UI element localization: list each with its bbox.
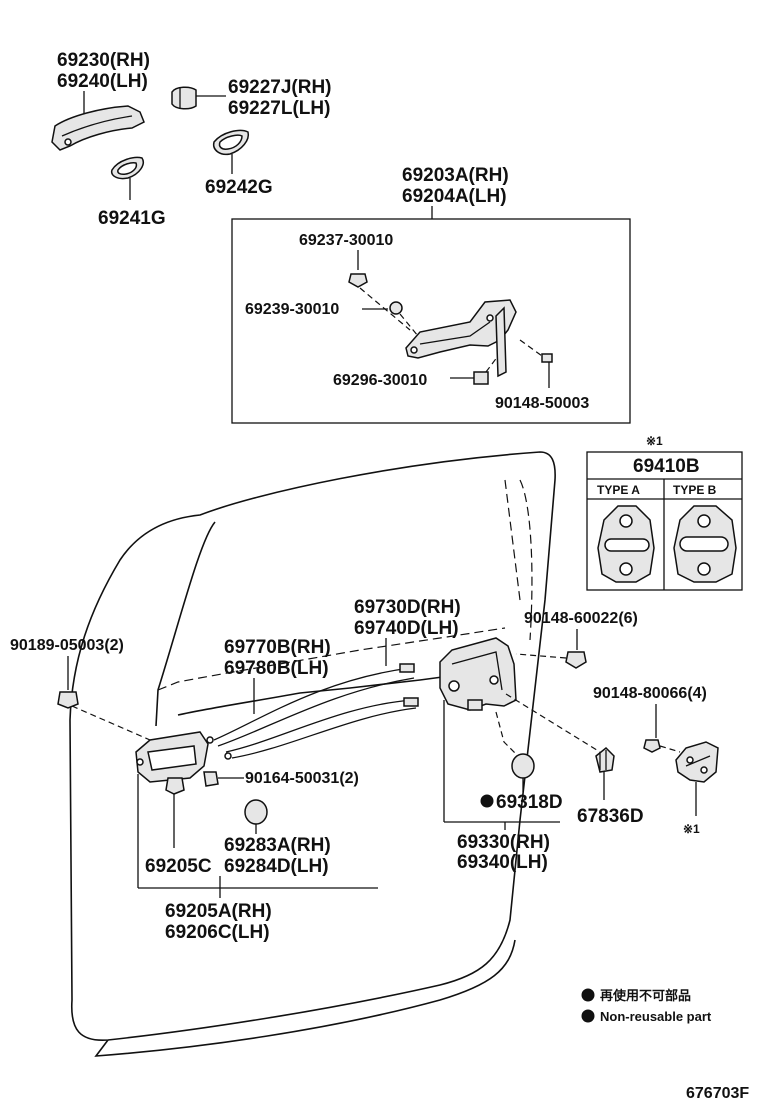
striker-type-a-label: TYPE A	[597, 483, 640, 497]
cover-69318d-part	[511, 753, 535, 779]
label-cable-lh: 69740D(LH)	[354, 618, 459, 639]
screw-90148-60022-part	[565, 651, 587, 669]
pad-69241g-part	[110, 156, 144, 180]
label-69237: 69237-30010	[299, 232, 393, 249]
label-frame-rh: 69203A(RH)	[402, 165, 509, 186]
label-69205c: 69205C	[145, 856, 212, 877]
label-69318d: 69318D	[496, 792, 563, 813]
label-handle-rh: 69230(RH)	[57, 50, 150, 71]
legend-dot-icon-2	[581, 1009, 595, 1023]
striker-type-b-part	[673, 505, 737, 583]
striker-type-a-part	[597, 505, 655, 583]
label-cap-lh: 69227L(LH)	[228, 98, 330, 119]
non-reusable-dot-icon	[480, 794, 494, 808]
door-lock-part	[439, 637, 517, 711]
label-inner-rh: 69205A(RH)	[165, 901, 272, 922]
nut-69237-part	[348, 273, 368, 288]
screw-90148-80066-part	[643, 739, 661, 753]
screw-90164-part	[203, 771, 219, 787]
label-90148-80066: 90148-80066(4)	[593, 685, 707, 702]
pad-69242g-part	[212, 129, 250, 156]
clip-69239-part	[389, 301, 403, 315]
label-69284d: 69284D(LH)	[224, 856, 329, 877]
legend-jp: 再使用不可部品	[600, 988, 691, 1003]
screw-90148-50003-part	[541, 353, 553, 363]
note-marker-striker-ref: ※1	[683, 822, 700, 836]
label-67836d: 67836D	[577, 806, 644, 827]
legend-en: Non-reusable part	[600, 1009, 712, 1024]
clip-90189-part	[57, 691, 79, 709]
door-outline	[69, 451, 556, 1057]
label-inner-lh: 69206C(LH)	[165, 922, 270, 943]
outside-handle-part	[51, 105, 145, 151]
legend-dot-icon-1	[581, 988, 595, 1002]
label-pad-242: 69242G	[205, 177, 273, 198]
figure-code: 676703F	[686, 1085, 749, 1102]
cap-69283-part	[244, 799, 268, 825]
label-lock-lh: 69340(LH)	[457, 852, 548, 873]
label-90164: 90164-50031(2)	[245, 770, 359, 787]
striker-part	[675, 741, 719, 783]
label-90189: 90189-05003(2)	[10, 637, 124, 654]
label-handle-lh: 69240(LH)	[57, 71, 148, 92]
label-frame-lh: 69204A(LH)	[402, 186, 507, 207]
striker-table	[586, 451, 743, 591]
handle-cap-part	[171, 86, 197, 110]
label-cap-rh: 69227J(RH)	[228, 77, 332, 98]
label-cable2-lh: 69780B(LH)	[224, 658, 329, 679]
bumper-67836d-part	[595, 746, 615, 773]
striker-title: 69410B	[633, 456, 700, 477]
label-pad-241: 69241G	[98, 208, 166, 229]
note-marker-striker: ※1	[646, 434, 663, 448]
striker-type-b-label: TYPE B	[673, 483, 717, 497]
label-69296: 69296-30010	[333, 372, 427, 389]
outside-handle-frame-part	[405, 299, 517, 378]
label-cable2-rh: 69770B(RH)	[224, 637, 331, 658]
label-69283a: 69283A(RH)	[224, 835, 331, 856]
label-90148-60022: 90148-60022(6)	[524, 610, 638, 627]
label-90148-50003: 90148-50003	[495, 395, 589, 412]
screw-69296-part	[473, 371, 489, 385]
label-69239: 69239-30010	[245, 301, 339, 318]
frame-assembly-box	[231, 218, 631, 424]
inside-handle-part	[135, 731, 209, 783]
label-lock-rh: 69330(RH)	[457, 832, 550, 853]
label-cable-rh: 69730D(RH)	[354, 597, 461, 618]
bezel-69205c-part	[165, 777, 185, 795]
cable-assembly-part	[206, 663, 419, 760]
